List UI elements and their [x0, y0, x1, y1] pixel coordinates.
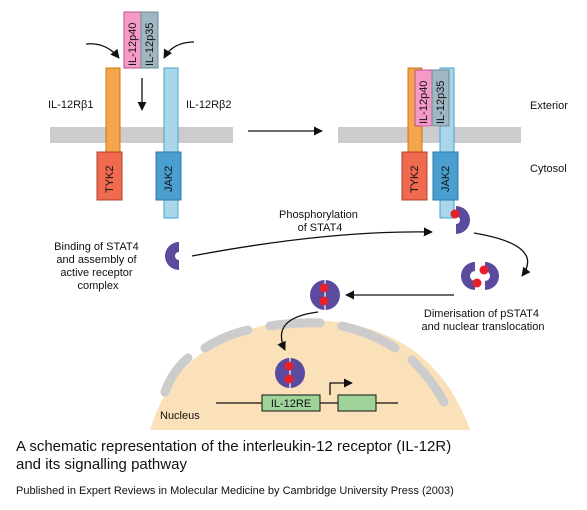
tyk2-label-left: TYK2: [104, 165, 116, 193]
target-gene: [337, 394, 377, 412]
p40-label-right: IL-12p40: [418, 81, 430, 124]
p35-label-left: IL-12p35: [144, 23, 156, 66]
arrow-to-beta2: [163, 41, 195, 59]
pstat4-dimer-middle: [310, 280, 340, 310]
phospho-site: [319, 296, 329, 306]
membrane-left: [50, 127, 233, 143]
p35-subunit-left: [140, 11, 159, 69]
dimerisation-text: Dimerisation of pSTAT4 and nuclear trans…: [422, 308, 545, 333]
il12re-element: [261, 394, 321, 412]
jak2-label-right: JAK2: [440, 166, 452, 192]
phospho-site: [284, 361, 294, 371]
phospho-site: [479, 265, 489, 275]
caption-line: and its signalling pathway: [16, 456, 187, 473]
phosphorylation-text: Phosphorylation of STAT4: [279, 209, 361, 234]
source-note: Published in Expert Reviews in Molecular…: [16, 485, 454, 497]
il12re-label: IL-12RE: [271, 398, 311, 410]
phospho-site: [284, 374, 294, 384]
arrow-binding: [191, 227, 433, 257]
tyk2-box-left: [96, 151, 123, 201]
il12-signalling-diagram: IL-12p40 IL-12p35 TYK2 JAK2 IL-12Rβ1 IL-…: [48, 11, 568, 430]
nuclear-envelope: [160, 318, 449, 407]
phospho-site: [450, 209, 460, 219]
stat4-monomer: [165, 242, 179, 270]
caption-line: A schematic representation of the interl…: [16, 438, 452, 455]
cytosol-label: Cytosol: [530, 163, 567, 175]
jak2-box-right: [432, 151, 459, 201]
arrow-to-dimer: [473, 232, 531, 277]
pstat4-dimer-nucleus: [275, 358, 305, 388]
transcription-start-arrow: [329, 378, 353, 395]
exterior-label: Exterior: [530, 100, 568, 112]
tyk2-label-right: TYK2: [409, 165, 421, 193]
p40-label-left: IL-12p40: [127, 23, 139, 66]
figure-caption: A schematic representation of the interl…: [16, 438, 576, 474]
pstat4-dimer-right: [461, 262, 499, 290]
il12rb2-label: IL-12Rβ2: [186, 99, 231, 111]
p35-subunit-right: [431, 69, 450, 127]
arrow-to-beta1: [85, 43, 120, 59]
arrow-into-nucleus: [277, 311, 319, 351]
jak2-box-left: [155, 151, 182, 201]
jak2-label-left: JAK2: [163, 166, 175, 192]
il12rb1-label: IL-12Rβ1: [48, 99, 93, 111]
p35-label-right: IL-12p35: [435, 81, 447, 124]
membrane-right: [338, 127, 521, 143]
nucleus-label: Nucleus: [160, 410, 200, 422]
stat4-bound: [450, 206, 470, 234]
tyk2-box-right: [401, 151, 428, 201]
binding-text: Binding of STAT4 and assembly of active …: [54, 241, 142, 292]
phospho-site: [319, 283, 329, 293]
phospho-site: [472, 278, 482, 288]
